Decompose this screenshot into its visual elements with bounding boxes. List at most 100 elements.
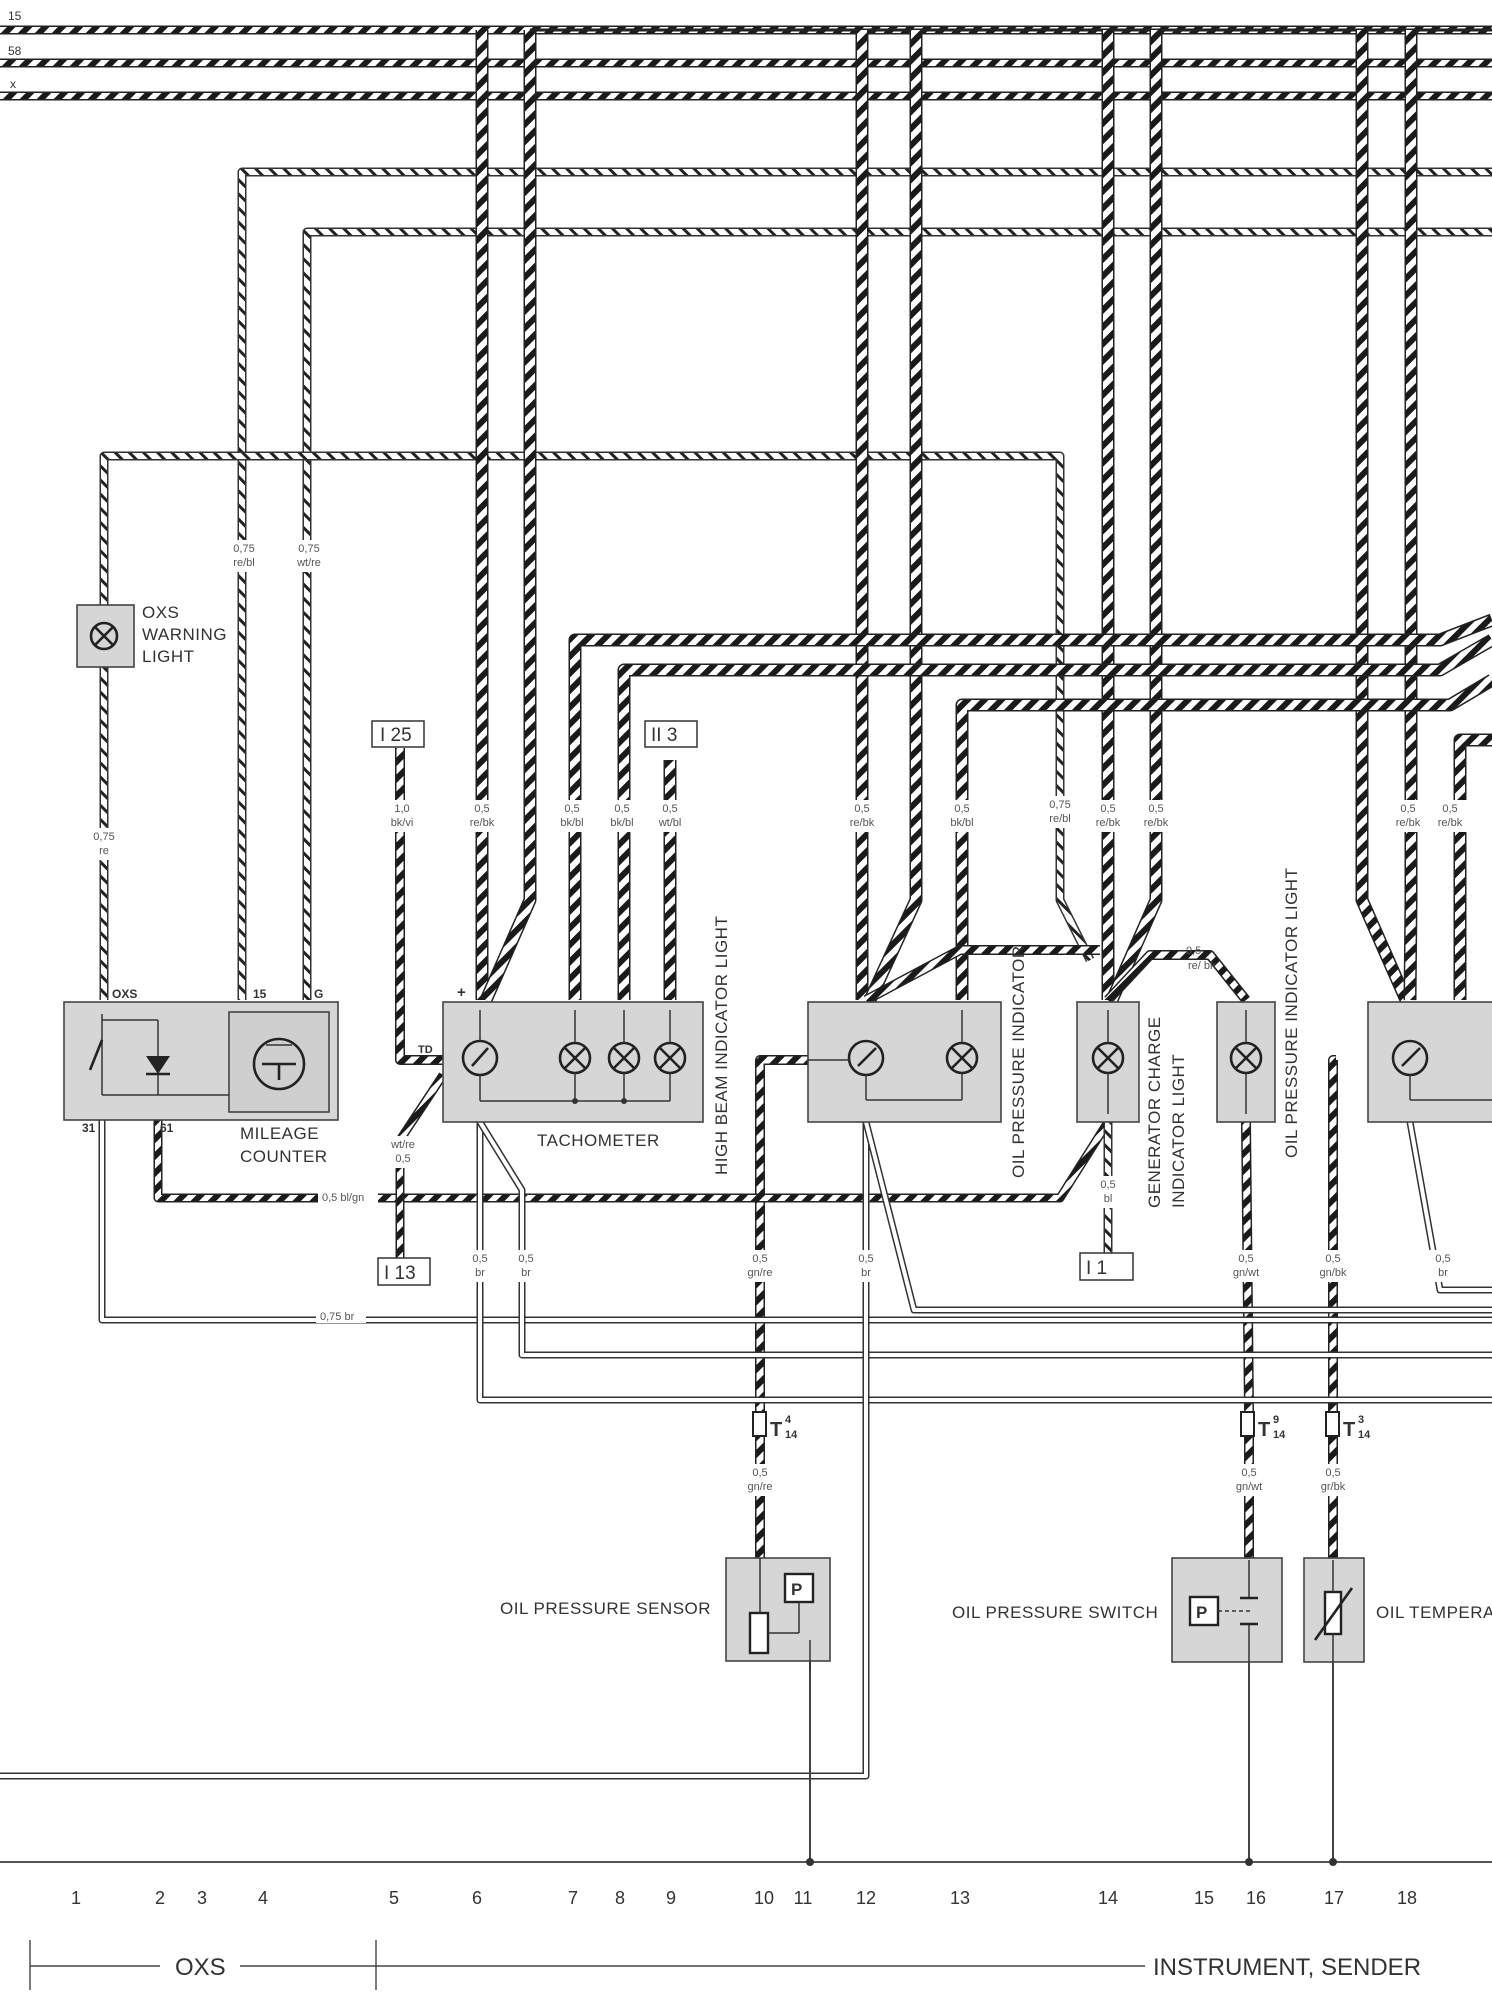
connector-t9-base: T <box>1258 1419 1270 1441</box>
wire-labels: 0,75re/bl0,75wt/re0,75re1,0bk/vi0,5re/bk… <box>82 540 1472 1496</box>
wire-label-color: br <box>475 1267 485 1279</box>
tachometer: + TD TACHOMETER HIGH BEAM INDICATOR LIGH… <box>418 916 731 1175</box>
pin-g: G <box>314 987 323 1001</box>
generator-charge-label-2: INDICATOR LIGHT <box>1169 1054 1188 1208</box>
pin-31: 31 <box>82 1121 96 1135</box>
wire-label-size: 0,5 <box>1325 1253 1340 1265</box>
re-wire-upper <box>101 453 1093 962</box>
wire-label-bg <box>1227 1464 1271 1496</box>
mileage-counter-label-2: COUNTER <box>240 1147 328 1166</box>
wire-label-bg <box>738 1464 782 1496</box>
wire-label-color: gn/re <box>747 1481 772 1493</box>
wire-label-size: 0,5 <box>1100 803 1115 815</box>
inline-label-rebk-1: 0,5 <box>1186 945 1201 957</box>
wire-label-size: 0,5 <box>858 1253 873 1265</box>
wire-label-color: re/bk <box>1396 817 1421 829</box>
ref-i1: I 1 <box>1086 1258 1107 1279</box>
connector-t4-base: T <box>770 1419 782 1441</box>
br-ground-1 <box>100 1120 1492 1322</box>
right-gauge-wire <box>1357 30 1411 1003</box>
connector-t3-sub: 14 <box>1358 1429 1371 1441</box>
wire-label-size: wt/re <box>390 1139 415 1151</box>
wire-label-color: re/bk <box>470 817 495 829</box>
mileage-counter: OXS 15 G 31 61 MILEAGE COUNTER <box>63 987 339 1166</box>
oxs-warning-light-label-3: LIGHT <box>142 647 195 666</box>
grid-number-18: 18 <box>1397 1888 1417 1908</box>
grid-number-5: 5 <box>389 1888 399 1908</box>
wire-label-color: gn/bk <box>1320 1267 1347 1279</box>
oil-pressure-switch-label: OIL PRESSURE SWITCH <box>952 1603 1158 1622</box>
connector-t3-base: T <box>1343 1419 1355 1441</box>
br-ground-4 <box>0 1122 868 1778</box>
section-oxs: OXS <box>175 1954 226 1981</box>
wire-label-bg <box>1038 796 1082 828</box>
wire-label-size: 0,75 <box>93 831 114 843</box>
section-bar: OXS INSTRUMENT, SENDER <box>29 1940 1421 1990</box>
oil-pressure-sensor-label: OIL PRESSURE SENSOR <box>500 1599 711 1618</box>
wire-label-color: gr/bk <box>1321 1481 1346 1493</box>
connector-t3: T 3 14 <box>1325 1411 1371 1441</box>
wire-label-bg <box>600 800 644 832</box>
wire-label-size: 0,5 <box>1148 803 1163 815</box>
br-ground-4-outline <box>0 1122 870 1780</box>
tachometer-label: TACHOMETER <box>537 1131 660 1150</box>
connector-t9-sub: 14 <box>1273 1429 1286 1441</box>
connector-t4-sup: 4 <box>785 1414 792 1426</box>
wire-label-size: 0,5 <box>518 1253 533 1265</box>
wt-re-wire <box>304 229 1492 1000</box>
grid-number-6: 6 <box>472 1888 482 1908</box>
pin-61: 61 <box>160 1121 174 1135</box>
oil-pressure-light-label: OIL PRESSURE INDICATOR LIGHT <box>1282 868 1301 1158</box>
wire-label-color: re/bk <box>1438 817 1463 829</box>
grid-number-16: 16 <box>1246 1888 1266 1908</box>
wire-label-bg <box>1086 1176 1130 1208</box>
wire-label-size: 0,5 <box>1238 1253 1253 1265</box>
bus-label-x: x <box>10 77 16 91</box>
wire-label-size: 0,5 <box>954 803 969 815</box>
generator-charge-label-1: GENERATOR CHARGE <box>1145 1016 1164 1208</box>
high-beam-label: HIGH BEAM INDICATOR LIGHT <box>712 916 731 1175</box>
oil-temp-label: OIL TEMPERA <box>1376 1603 1492 1622</box>
wire-label-color: 0,5 <box>395 1153 410 1165</box>
wire-label-size: 0,5 <box>1442 803 1457 815</box>
wire-label-color: gn/re <box>747 1267 772 1279</box>
pin-15: 15 <box>253 987 267 1001</box>
wire-label-bg <box>1311 1464 1355 1496</box>
wire-label-color: re/bl <box>233 557 254 569</box>
wire-label-bg <box>1224 1250 1268 1282</box>
bus-labels: 15 58 x <box>8 9 22 91</box>
reference-boxes: I 25 II 3 I 13 I 1 <box>371 720 1134 1286</box>
wire-label-size: 0,5 <box>1435 1253 1450 1265</box>
wire-label-color: bk/bl <box>950 817 973 829</box>
wire-label-size: 0,75 <box>298 543 319 555</box>
gen-light-2-wire <box>1107 30 1161 1003</box>
wire-label-color: gn/wt <box>1233 1267 1259 1279</box>
inline-wire-labels: 0,5 bl/gn 0,75 br 0,5 re/ bk <box>316 945 1216 1323</box>
br-ground-5 <box>864 1121 1492 1312</box>
grid-number-7: 7 <box>568 1888 578 1908</box>
wire-label-bg <box>1086 800 1130 832</box>
ground-dots <box>806 1858 1337 1866</box>
grid-number-2: 2 <box>155 1888 165 1908</box>
wire-label-color: br <box>861 1267 871 1279</box>
right-gauge-2-wire <box>1405 30 1416 1001</box>
bl-gn-wire <box>155 1120 1111 1201</box>
right-wire-3 <box>1455 735 1492 1000</box>
wire-label-bg <box>1386 800 1430 832</box>
wire-label-bg <box>1311 1250 1355 1282</box>
grid-number-1: 1 <box>71 1888 81 1908</box>
pin-oxs: OXS <box>112 987 137 1001</box>
bk-bl-wire-3 <box>957 675 1492 1000</box>
wire-label-bg <box>648 800 692 832</box>
connectors: T 4 14 T 9 14 T 3 14 <box>752 1411 1371 1441</box>
grid-number-14: 14 <box>1098 1888 1118 1908</box>
re-bl-wire <box>239 169 1492 1000</box>
wire-label-size: 0,5 <box>662 803 677 815</box>
wire-label-color: re/bk <box>1096 817 1121 829</box>
wire-label-bg <box>222 540 266 572</box>
oil-pressure-sensor: P OIL PRESSURE SENSOR <box>500 1557 831 1670</box>
wire-label-bg <box>550 800 594 832</box>
wire-label-size: 0,5 <box>1325 1467 1340 1479</box>
oil-temp-gauge <box>1367 1001 1492 1123</box>
grid-number-15: 15 <box>1194 1888 1214 1908</box>
